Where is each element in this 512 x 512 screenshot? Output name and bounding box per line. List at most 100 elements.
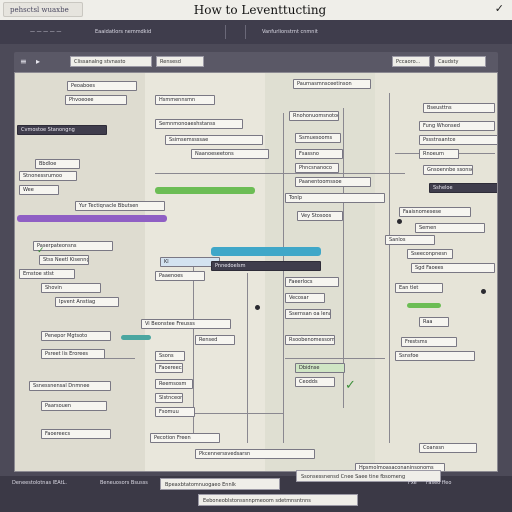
- canvas-node[interactable]: Semnmonoaeshstanss: [155, 119, 243, 129]
- canvas-node[interactable]: Bbdloe: [35, 159, 80, 169]
- status-dot: [255, 305, 260, 310]
- status-dot: [397, 219, 402, 224]
- canvas-node[interactable]: Shovin: [41, 283, 101, 293]
- search-field-3[interactable]: Pccaoro...: [392, 56, 430, 67]
- canvas-node[interactable]: Phncsnanoco: [295, 163, 339, 173]
- canvas-node[interactable]: Vey Stosoos: [297, 211, 343, 221]
- canvas-node[interactable]: Vi Beonstee Freusss: [141, 319, 231, 329]
- canvas-node[interactable]: Sgd Faoees: [411, 263, 495, 273]
- checkmark-icon[interactable]: ✓: [494, 2, 504, 15]
- footer-field[interactable]: Eeboneoblstonssnnpmeoom sdetmnsntnns: [198, 494, 358, 506]
- canvas-node[interactable]: Pecotion Freen: [150, 433, 220, 443]
- canvas-node[interactable]: Bseusttns: [423, 103, 495, 113]
- canvas-node[interactable]: Penepor Mgtsoto: [41, 331, 111, 341]
- search-field-4[interactable]: Caudsty: [434, 56, 486, 67]
- canvas-node[interactable]: Ssons: [155, 351, 185, 361]
- canvas-node[interactable]: Semen: [415, 223, 485, 233]
- status-dot: [481, 289, 486, 294]
- canvas-node[interactable]: Emstoe stlst: [19, 269, 75, 279]
- canvas-node[interactable]: Naanoeseetons: [191, 149, 269, 159]
- bottom-left-label: Deneestolotnas lEAtL.: [12, 480, 67, 486]
- canvas-node[interactable]: Pnnedoelsm: [211, 261, 321, 271]
- canvas-node[interactable]: Reemsosm: [155, 379, 193, 389]
- canvas-node[interactable]: Fsassno: [295, 149, 343, 159]
- canvas-node[interactable]: Ssernsan oa lenatna: [285, 309, 331, 319]
- connector-line: [193, 413, 283, 414]
- bottom-right-field[interactable]: Ssonsessnensd Cnee Saee tine fbsomeng: [296, 470, 441, 482]
- canvas-node[interactable]: Tonlp: [285, 193, 385, 203]
- connector-line: [75, 358, 135, 359]
- canvas-node[interactable]: Stnonessrumoo: [19, 171, 77, 181]
- purple-progress-bar: [17, 215, 167, 222]
- workflow-canvas[interactable]: Phvoeoee Cvmostoe Stanongng Bbdloe Stnon…: [14, 72, 498, 472]
- canvas-node[interactable]: Faaisnomesese: [399, 207, 471, 217]
- arrow-icon[interactable]: ▸: [36, 57, 41, 66]
- canvas-node[interactable]: Ssnessnensal Dnmnee: [29, 381, 111, 391]
- canvas-node[interactable]: Slstnceorot: [155, 393, 183, 403]
- canvas-node[interactable]: Sanlos: [385, 235, 435, 245]
- page-value: Faseo ffeo: [426, 480, 452, 486]
- connector-line: [193, 263, 194, 443]
- canvas-node[interactable]: Ssheloe: [429, 183, 497, 193]
- canvas-node[interactable]: Phvoeoee: [65, 95, 127, 105]
- connector-line: [389, 93, 390, 443]
- canvas-node[interactable]: Pssstnsantce: [419, 135, 497, 145]
- canvas-node[interactable]: Ssmuesooms: [295, 133, 341, 143]
- canvas-node[interactable]: Psreet lis Erorees: [41, 349, 105, 359]
- checkmark-icon: ✓: [345, 378, 356, 393]
- app-name-chip[interactable]: pehsctsl wuaxbe: [3, 2, 83, 17]
- blue-progress-bar: [211, 247, 321, 256]
- title-bar: pehsctsl wuaxbe How to Leventtucting ✓: [0, 0, 512, 21]
- page-title: How to Leventtucting: [193, 3, 327, 17]
- canvas-node[interactable]: Faoereecs: [41, 429, 111, 439]
- canvas-node[interactable]: Ipvent Anstiag: [55, 297, 119, 307]
- menu-icon[interactable]: ≡: [20, 57, 27, 66]
- canvas-node[interactable]: Paserpateonsns: [33, 241, 113, 251]
- canvas-node[interactable]: Wee: [19, 185, 59, 195]
- canvas-node[interactable]: Stss Neetl Kisenng: [39, 255, 89, 265]
- canvas-node[interactable]: Rsoobenomessommsns: [285, 335, 335, 345]
- canvas-node[interactable]: Paarsouen: [41, 401, 107, 411]
- toolbar-left-field[interactable]: — — — — —: [30, 29, 62, 35]
- canvas-node[interactable]: Dbidnse: [295, 363, 345, 373]
- canvas-node[interactable]: Hpsmolmoasaconaninsonoms: [355, 463, 445, 471]
- canvas-node[interactable]: Vecosar: [285, 293, 325, 303]
- bottom-middle-label: Beneuosors Bsusss: [100, 480, 148, 486]
- canvas-node[interactable]: Ean tlet: [395, 283, 443, 293]
- canvas-node[interactable]: Raa: [419, 317, 449, 327]
- toolbar-right-field[interactable]: Vanfurlionstrnt cnmnit: [262, 29, 318, 35]
- canvas-node[interactable]: Ssnsfoe: [395, 351, 475, 361]
- canvas-node[interactable]: Paaenoes: [155, 271, 205, 281]
- canvas-node[interactable]: Paurnasmnsceetinson: [293, 79, 371, 89]
- canvas-node[interactable]: Fung Whonsed: [419, 121, 495, 131]
- search-field-1[interactable]: Clissanalng stvnasto: [70, 56, 152, 67]
- canvas-node[interactable]: Rensed: [195, 335, 235, 345]
- bottom-bar: Deneestolotnas lEAtL. Beneuosors Bsusss …: [0, 470, 512, 512]
- canvas-node[interactable]: Gnsoennbe ssonseer: [423, 165, 473, 175]
- canvas-node[interactable]: Fsomuu: [155, 407, 195, 417]
- connector-line: [343, 108, 344, 408]
- toolbar-divider: [225, 25, 226, 39]
- canvas-node[interactable]: Coanssn: [419, 443, 477, 453]
- canvas-node[interactable]: Rnohonuomsnotoe: [289, 111, 339, 121]
- canvas-node[interactable]: Cvmostoe Stanongng: [17, 125, 107, 135]
- canvas-node[interactable]: Sseeconpnesn: [407, 249, 453, 259]
- canvas-node[interactable]: Yur Tectiqnacle Bbutsen: [75, 201, 165, 211]
- canvas-node[interactable]: Rnoeurn: [419, 149, 459, 159]
- canvas-node[interactable]: Pkcennerssvedsarsn: [195, 449, 315, 459]
- canvas-node[interactable]: Peoaboes: [67, 81, 137, 91]
- canvas-node[interactable]: Ssimsemssssae: [165, 135, 263, 145]
- canvas-node[interactable]: Paanentoomssoe: [295, 177, 371, 187]
- connector-line: [283, 113, 284, 443]
- green-progress-bar: [155, 187, 255, 194]
- status-field[interactable]: Bpeaxbtatomnuogaeo Ennlk: [160, 478, 280, 490]
- canvas-node[interactable]: Ceodds: [295, 377, 335, 387]
- toolbar-middle-field[interactable]: Eaaidatlors nemmdkid: [95, 29, 152, 35]
- canvas-node[interactable]: Faoereecs: [155, 363, 183, 373]
- search-toolbar: ≡ ▸ Clissanalng stvnasto Rensesd Pccaoro…: [14, 52, 498, 72]
- canvas-node[interactable]: Faeerlocs: [285, 277, 339, 287]
- canvas-node[interactable]: Frestsms: [401, 337, 457, 347]
- search-field-2[interactable]: Rensesd: [156, 56, 204, 67]
- canvas-node[interactable]: Hsmmennsmn: [155, 95, 215, 105]
